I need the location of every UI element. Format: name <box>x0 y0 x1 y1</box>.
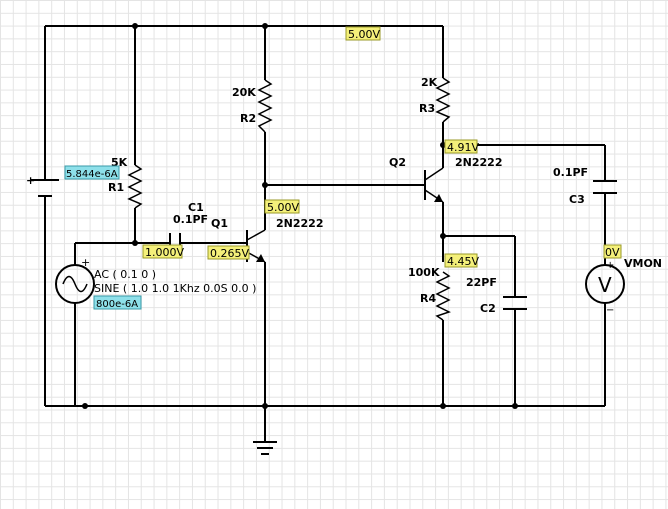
r3-name: R3 <box>419 102 435 115</box>
resistor-r4[interactable]: 100K R4 <box>408 266 451 321</box>
capacitor-c3[interactable]: 0.1PF C3 <box>553 166 617 206</box>
junction-dot <box>440 403 446 409</box>
r4-value: 100K <box>408 266 440 279</box>
battery[interactable]: + <box>26 174 59 197</box>
q1-model: 2N2222 <box>276 217 323 230</box>
junction-dot <box>512 403 518 409</box>
voltmeter-icon: V <box>598 273 612 297</box>
vmon-minus-sign: − <box>606 305 614 316</box>
q2-emitter-arrow-icon <box>434 194 443 202</box>
c3-name: C3 <box>569 193 585 206</box>
resistor-r1[interactable]: 5K R1 <box>108 156 143 209</box>
voltmeter-vmon[interactable]: V VMON + − <box>585 257 662 316</box>
vmon-name: VMON <box>624 257 662 270</box>
r2-value: 20K <box>232 86 256 99</box>
probe-q1-emitter-value: 0.265V <box>210 247 249 260</box>
ac-source-sine-spec: SINE ( 1.0 1.0 1Khz 0.0S 0.0 ) <box>94 282 256 295</box>
ac-source[interactable]: + AC ( 0.1 0 ) SINE ( 1.0 1.0 1Khz 0.0S … <box>55 256 256 304</box>
probe-q2-collector[interactable]: 4.91V <box>444 139 479 154</box>
battery-plus-sign: + <box>26 174 35 187</box>
probe-top-rail-value: 5.00V <box>348 28 380 41</box>
junction-dot <box>262 23 268 29</box>
ac-source-plus-sign: + <box>81 256 90 269</box>
c3-value: 0.1PF <box>553 166 588 179</box>
resistor-r3[interactable]: 2K R3 <box>419 76 451 123</box>
probe-q2-emitter-value: 4.45V <box>447 255 479 268</box>
junction-dot <box>262 403 268 409</box>
probe-r1-current-value: 5.844e-6A <box>66 169 118 180</box>
junctions <box>82 23 518 409</box>
probe-vmon[interactable]: 0V <box>603 244 622 259</box>
sine-wave-icon <box>62 275 88 293</box>
probe-source-current[interactable]: 800e-6A <box>93 295 142 310</box>
r3-value: 2K <box>421 76 438 89</box>
probe-c1-out[interactable]: 1.000V <box>142 244 184 259</box>
q1-name: Q1 <box>211 217 228 230</box>
probe-source-current-value: 800e-6A <box>96 299 138 310</box>
transistor-q1[interactable]: Q1 2N2222 <box>211 217 323 263</box>
probe-vmon-value: 0V <box>605 246 620 259</box>
probe-q1-collector[interactable]: 5.00V <box>264 199 300 214</box>
c2-value: 22PF <box>466 276 497 289</box>
capacitor-c2[interactable]: 22PF C2 <box>466 276 527 315</box>
probe-r1-current[interactable]: 5.844e-6A <box>64 165 120 180</box>
probe-top-rail[interactable]: 5.00V <box>345 26 381 41</box>
probe-c1-out-value: 1.000V <box>145 246 184 259</box>
ac-source-ac-spec: AC ( 0.1 0 ) <box>94 268 156 281</box>
q2-name: Q2 <box>389 156 406 169</box>
r1-name: R1 <box>108 181 124 194</box>
junction-dot <box>262 182 268 188</box>
junction-dot <box>440 233 446 239</box>
resistor-r2[interactable]: 20K R2 <box>232 79 273 133</box>
c1-value: 0.1PF <box>173 213 208 226</box>
transistor-q2[interactable]: Q2 2N2222 <box>389 156 502 203</box>
c2-name: C2 <box>480 302 496 315</box>
probe-q1-emitter[interactable]: 0.265V <box>207 245 250 260</box>
r2-name: R2 <box>240 112 256 125</box>
vmon-plus-sign: + <box>606 260 614 271</box>
q2-model: 2N2222 <box>455 156 502 169</box>
probe-q1-collector-value: 5.00V <box>267 201 299 214</box>
junction-dot <box>82 403 88 409</box>
probe-q2-collector-value: 4.91V <box>447 141 479 154</box>
probe-q2-emitter[interactable]: 4.45V <box>444 253 479 268</box>
junction-dot <box>132 23 138 29</box>
q1-emitter-arrow-icon <box>256 254 265 262</box>
c1-name: C1 <box>188 201 204 214</box>
junction-dot <box>132 240 138 246</box>
wires <box>44 25 606 442</box>
r4-name: R4 <box>420 292 436 305</box>
ground-symbol-icon <box>253 441 277 455</box>
